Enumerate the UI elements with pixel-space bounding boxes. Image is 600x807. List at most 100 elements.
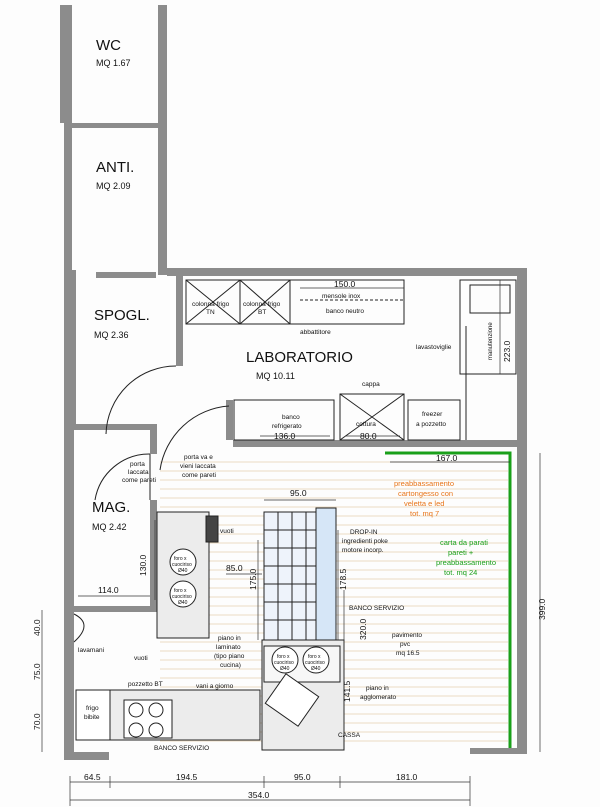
label-porta-va-3: come pareti xyxy=(182,472,216,479)
room-wc-name: WC xyxy=(96,37,121,54)
room-wc-area: MQ 1.67 xyxy=(96,58,131,68)
label-banco-ref-1: banco xyxy=(282,414,300,421)
dimension-labels: 150.0 223.0 136.0 80.0 167.0 95.0 85.0 1… xyxy=(32,279,547,800)
label-cappa: cappa xyxy=(362,381,380,388)
label-colonna-bt-1: colonna frigo xyxy=(243,301,281,308)
dim-175: 175.0 xyxy=(248,568,258,590)
note-green-4: tot. mq 24 xyxy=(444,568,477,577)
label-foro-4c: Ø40 xyxy=(311,666,321,672)
label-piano-lam-2: laminato xyxy=(216,644,241,651)
equipment-labels: colonna frigo TN colonna frigo BT mensol… xyxy=(78,293,494,752)
dim-114: 114.0 xyxy=(98,585,119,595)
label-foro-1b: cuociriso xyxy=(172,562,192,568)
label-porta-va-1: porta va e xyxy=(184,454,213,461)
label-foro-1a: foro x xyxy=(174,556,187,562)
room-mag-name: MAG. xyxy=(92,499,130,516)
label-freezer-2: a pozzetto xyxy=(416,421,446,428)
dimension-lines xyxy=(41,280,541,806)
room-labels: WC MQ 1.67 ANTI. MQ 2.09 SPOGL. MQ 2.36 … xyxy=(92,37,353,532)
dim-150: 150.0 xyxy=(334,279,356,289)
label-cottura: cottura xyxy=(356,421,376,428)
label-foro-3b: cuociriso xyxy=(274,660,294,666)
label-cassa: CASSA xyxy=(338,732,361,739)
note-orange-4: tot. mq 7 xyxy=(410,509,439,518)
label-porta-va-2: vieni laccata xyxy=(180,463,216,470)
note-green-3: preabbassamento xyxy=(436,558,496,567)
label-piano-lam-4: cucina) xyxy=(220,662,241,669)
label-drop-in-3: motore incorp. xyxy=(342,547,384,554)
note-green-1: carta da parati xyxy=(440,538,488,547)
dim-75: 75.0 xyxy=(32,663,42,680)
drop-in-grid xyxy=(263,507,337,651)
label-colonna-bt-2: BT xyxy=(258,309,266,316)
label-pozzetto-bt: pozzetto BT xyxy=(128,681,163,688)
dim-95-bot: 95.0 xyxy=(294,772,311,782)
label-drop-in-2: ingredienti poke xyxy=(342,538,388,545)
label-frigo-bibite-1: frigo xyxy=(86,705,99,712)
dim-85: 85.0 xyxy=(226,563,243,573)
dim-399: 399.0 xyxy=(537,598,547,620)
label-drop-in-1: DROP-IN xyxy=(350,529,378,536)
dim-95-top: 95.0 xyxy=(290,488,307,498)
label-vuoti-2: vuoti xyxy=(134,655,148,662)
label-vuoti-1: vuoti xyxy=(220,528,234,535)
label-piano-agg-1: piano in xyxy=(366,685,389,692)
note-green-2: pareti + xyxy=(448,548,474,557)
room-mag-area: MQ 2.42 xyxy=(92,522,127,532)
label-pavimento-3: mq 16.5 xyxy=(396,650,420,657)
label-freezer-1: freezer xyxy=(422,411,443,418)
walls xyxy=(60,5,527,760)
label-foro-1c: Ø40 xyxy=(178,568,188,574)
label-lavastoviglie: lavastoviglie xyxy=(416,344,452,351)
note-orange-2: cartongesso con xyxy=(398,489,453,498)
door-swings xyxy=(94,365,230,501)
counters xyxy=(73,511,345,751)
label-colonna-tn-1: colonna frigo xyxy=(192,301,230,308)
label-foro-2a: foro x xyxy=(174,588,187,594)
label-frigo-bibite-2: bibite xyxy=(84,714,100,721)
label-manutenzione: manutenzione xyxy=(488,322,494,360)
label-foro-2c: Ø40 xyxy=(178,600,188,606)
dim-40: 40.0 xyxy=(32,619,42,636)
dim-64: 64.5 xyxy=(84,772,101,782)
label-mensole: mensole inox xyxy=(322,293,361,300)
label-foro-3c: Ø40 xyxy=(280,666,290,672)
label-porta-lacc-1: porta xyxy=(130,461,145,468)
dim-223: 223.0 xyxy=(502,340,512,362)
ceiling-notes: preabbassamento cartongesso con veletta … xyxy=(394,479,496,577)
room-anti-area: MQ 2.09 xyxy=(96,181,131,191)
dim-167: 167.0 xyxy=(436,453,458,463)
dim-136: 136.0 xyxy=(274,431,296,441)
room-laboratorio-name: LABORATORIO xyxy=(246,349,353,366)
dim-178: 178.5 xyxy=(338,568,348,590)
dim-181: 181.0 xyxy=(396,772,418,782)
room-laboratorio-area: MQ 10.11 xyxy=(256,371,295,381)
dim-354: 354.0 xyxy=(248,790,270,800)
label-foro-2b: cuociriso xyxy=(172,594,192,600)
lab-furniture xyxy=(185,279,517,441)
room-anti-name: ANTI. xyxy=(96,159,134,176)
dim-130: 130.0 xyxy=(138,554,148,576)
note-orange-1: preabbassamento xyxy=(394,479,454,488)
label-pavimento-2: pvc xyxy=(400,641,411,648)
label-banco-servizio-1: BANCO SERVIZIO xyxy=(349,605,404,612)
label-colonna-tn-2: TN xyxy=(206,309,215,316)
label-banco-neutro: banco neutro xyxy=(326,308,364,315)
label-pavimento-1: pavimento xyxy=(392,632,422,639)
label-piano-lam-3: (tipo piano xyxy=(214,653,245,660)
label-foro-3a: foro x xyxy=(277,654,290,660)
label-banco-ref-2: refrigerato xyxy=(272,423,302,430)
label-foro-4a: foro x xyxy=(308,654,321,660)
label-abbattitore: abbattitore xyxy=(300,329,331,336)
dim-141: 141.5 xyxy=(342,680,352,702)
label-foro-4b: cuociriso xyxy=(305,660,325,666)
label-lavamani: lavamani xyxy=(78,647,104,654)
label-porta-lacc-3: come pareti xyxy=(122,477,156,484)
label-porta-lacc-2: laccata xyxy=(128,469,149,476)
label-vani-giorno: vani a giorno xyxy=(196,683,234,690)
dim-320: 320.0 xyxy=(358,618,368,640)
dim-194: 194.5 xyxy=(176,772,198,782)
label-piano-agg-2: agglomerato xyxy=(360,694,397,701)
room-spogl-area: MQ 2.36 xyxy=(94,330,129,340)
